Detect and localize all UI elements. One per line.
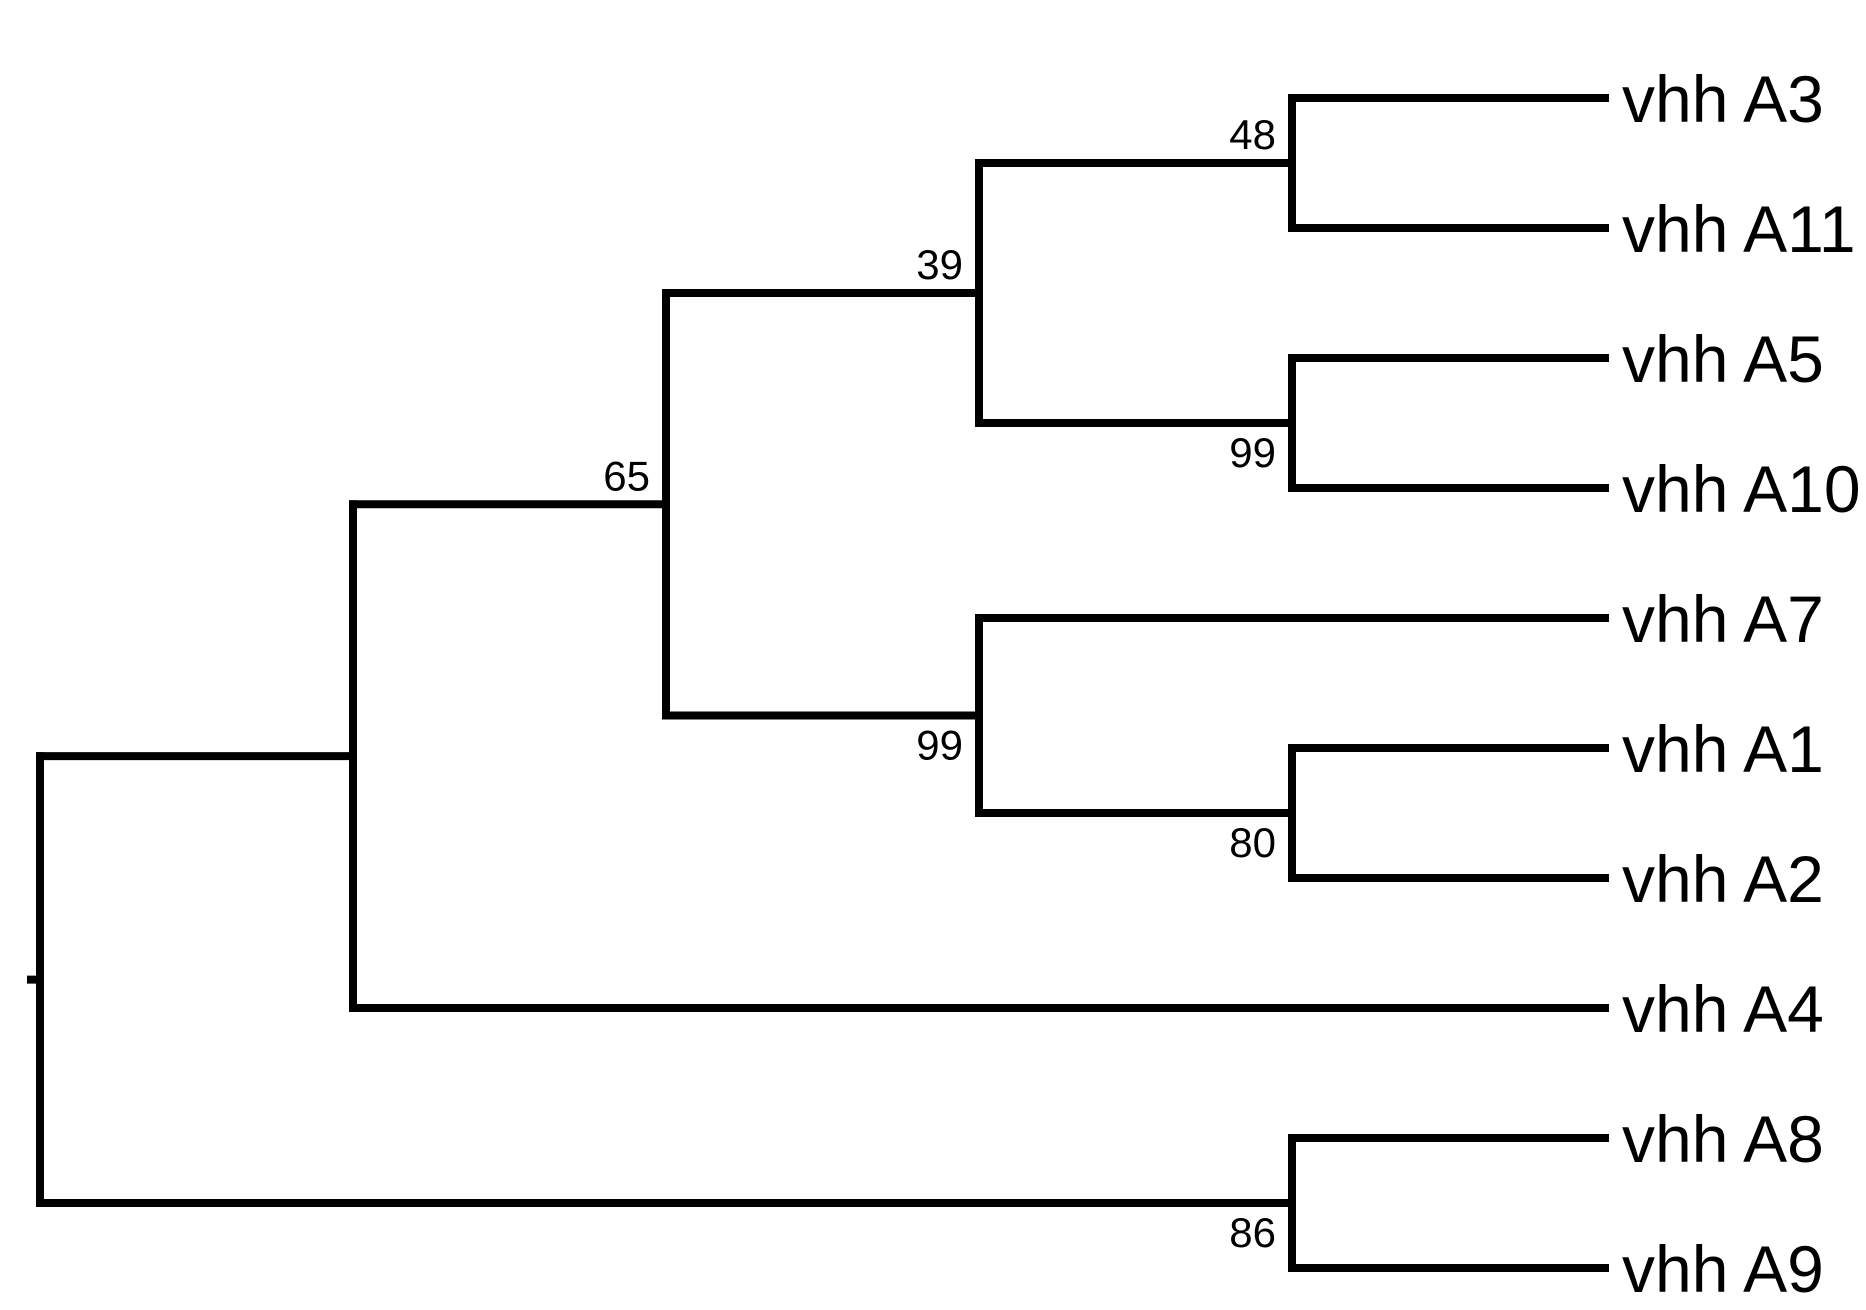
bootstrap-label-99-1: 99 — [1229, 429, 1276, 476]
leaf-label-vhh-a2: vhh A2 — [1622, 842, 1824, 916]
bootstrap-label-86-6: 86 — [1229, 1209, 1276, 1256]
bootstrap-label-80-3: 80 — [1229, 819, 1276, 866]
leaf-label-vhh-a11: vhh A11 — [1622, 192, 1856, 266]
leaf-label-vhh-a9: vhh A9 — [1622, 1232, 1824, 1306]
leaf-label-vhh-a5: vhh A5 — [1622, 322, 1824, 396]
bootstrap-label-39-2: 39 — [916, 241, 963, 288]
leaf-label-vhh-a7: vhh A7 — [1622, 582, 1824, 656]
bootstrap-label-48-0: 48 — [1229, 111, 1276, 158]
leaf-label-vhh-a4: vhh A4 — [1622, 972, 1824, 1046]
leaf-label-vhh-a8: vhh A8 — [1622, 1102, 1824, 1176]
bootstrap-label-65-5: 65 — [603, 452, 650, 499]
leaf-label-vhh-a3: vhh A3 — [1622, 62, 1824, 136]
leaf-label-vhh-a10: vhh A10 — [1622, 452, 1861, 526]
leaf-label-vhh-a1: vhh A1 — [1622, 712, 1824, 786]
bootstrap-label-99-4: 99 — [916, 722, 963, 769]
